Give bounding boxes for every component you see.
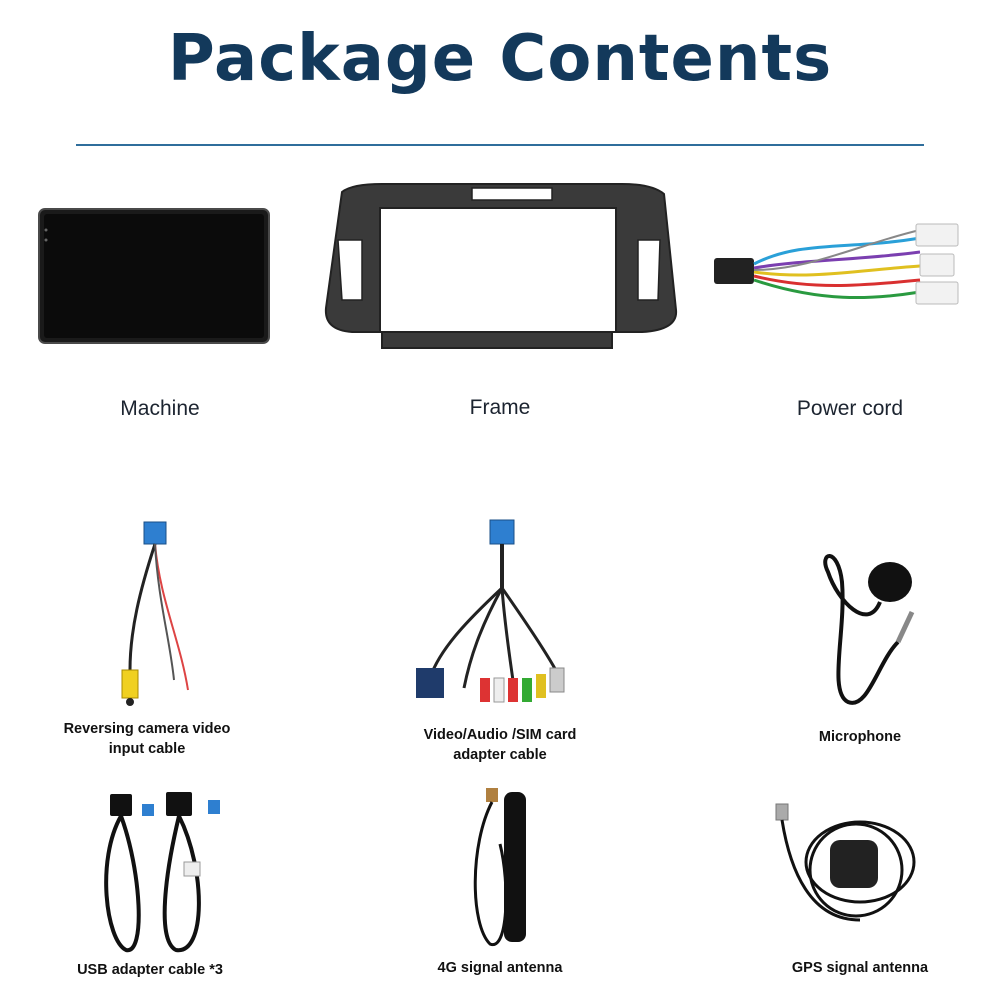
reversing-camera-cable-label-line1: Reversing camera video	[63, 721, 231, 737]
video-audio-sim-cable-label: Video/Audio /SIM card adapter cable	[390, 725, 610, 765]
microphone-image	[808, 542, 918, 712]
machine-label: Machine	[120, 397, 200, 420]
video-audio-sim-cable-image	[410, 518, 590, 718]
frame-label: Frame	[469, 396, 531, 419]
microphone-label: Microphone	[818, 729, 902, 745]
4g-antenna-label: 4G signal antenna	[437, 960, 563, 976]
video-audio-sim-cable-label-line2: adapter cable	[453, 747, 547, 763]
frame-image	[322, 180, 678, 352]
gps-antenna-label: GPS signal antenna	[791, 960, 929, 976]
power-cord-label: Power cord	[796, 397, 904, 420]
usb-adapter-cable-label: USB adapter cable *3	[77, 962, 223, 978]
machine-image	[38, 208, 270, 344]
reversing-camera-cable-label-line2: input cable	[108, 741, 186, 757]
4g-antenna-image	[460, 784, 540, 954]
title-divider	[76, 144, 924, 146]
reversing-camera-cable-label: Reversing camera video input cable	[40, 719, 254, 759]
usb-adapter-cable-image	[96, 790, 232, 955]
power-cord-image	[710, 220, 966, 310]
page-title: Package Contents	[167, 22, 833, 96]
reversing-camera-cable-image	[100, 520, 210, 710]
video-audio-sim-cable-label-line1: Video/Audio /SIM card	[423, 727, 577, 743]
gps-antenna-image	[770, 800, 920, 950]
